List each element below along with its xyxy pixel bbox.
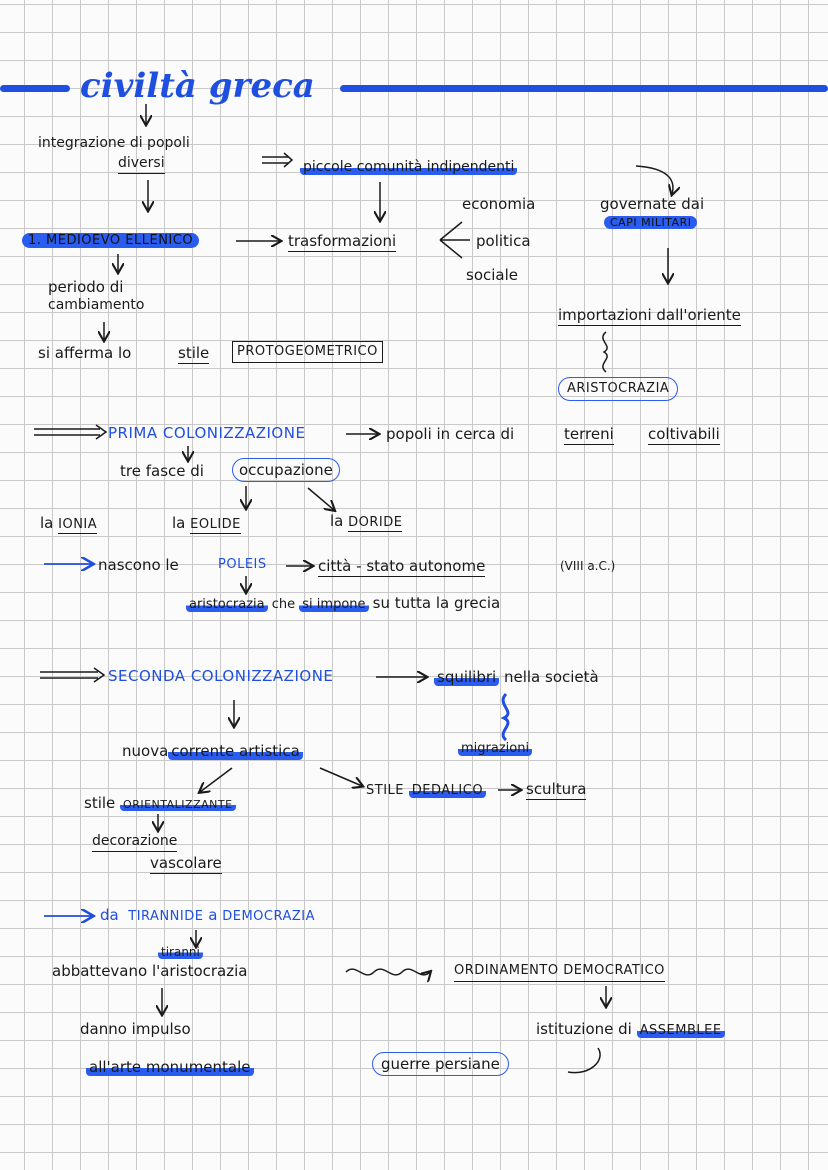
scultura-text: scultura	[526, 780, 587, 800]
governate-text: governate dai	[600, 195, 705, 213]
occupazione-text: occupazione	[239, 461, 333, 479]
arrow-double-3	[40, 671, 98, 679]
eolide-item: la EOLIDE	[172, 514, 241, 534]
occupazione-oval: occupazione	[232, 458, 340, 482]
democrazia-text: DEMOCRAZIA	[222, 909, 316, 924]
corrente-text: corrente artistica	[168, 742, 303, 760]
citta-stato-text: città - stato autonome	[318, 557, 486, 577]
poleis-text: POLEIS	[218, 557, 267, 572]
arrow-wave	[345, 968, 430, 975]
stile-text: stile	[178, 344, 210, 364]
a-text: a	[208, 906, 218, 924]
medioevo-text: 1. MEDIOEVO ELLENICO	[22, 233, 200, 248]
capi-text: CAPI MILITARI	[604, 216, 698, 229]
aristocrazia-oval: ARISTOCRAZIA	[558, 377, 679, 401]
vascolare-text: vascolare	[150, 854, 222, 874]
seconda-colonizzazione: SECONDA COLONIZZAZIONE	[108, 667, 334, 685]
decorazione-text: decorazione	[92, 832, 178, 852]
ordinamento-text: ORDINAMENTO DEMOCRATICO	[454, 962, 665, 982]
periodo-text: periodo di	[48, 278, 124, 296]
eolide-pre: la	[172, 514, 186, 532]
protogeometrico-box: PROTOGEOMETRICO	[232, 341, 383, 363]
squilibri-row: squilibri nella società	[434, 668, 599, 686]
arrow-double-2	[34, 428, 100, 436]
trasformazioni-text: trasformazioni	[288, 232, 397, 252]
stile-dedalico-pre: STILE	[366, 783, 404, 798]
migrazioni-text: migrazioni	[458, 741, 533, 756]
terreni-text: terreni	[564, 425, 614, 445]
istituzione-text: istituzione di	[536, 1020, 632, 1038]
da-tirannide-row: da TIRANNIDE a DEMOCRAZIA	[100, 906, 315, 926]
piccole-text: piccole comunità indipendenti	[300, 159, 518, 175]
guerre-oval: guerre persiane	[372, 1052, 509, 1076]
stile2-text: stile	[84, 794, 116, 812]
arte-text: all'arte monumentale	[86, 1058, 254, 1076]
brace-squilibri	[500, 692, 510, 742]
squilibri-text: squilibri	[434, 668, 500, 686]
politica-text: politica	[476, 232, 531, 250]
da-text: da	[100, 906, 119, 924]
doride-pre: la	[330, 512, 344, 530]
istituzione-row: istituzione di ASSEMBLEE	[536, 1020, 725, 1040]
tre-fasce-text: tre fasce di	[120, 462, 204, 480]
afferma-text: si afferma lo	[38, 344, 132, 362]
popoli-text: popoli in cerca di	[386, 425, 515, 443]
tirannide-text: TIRANNIDE	[128, 909, 204, 924]
arrow-guerre-link	[567, 1047, 601, 1074]
su-tutta-text: su tutta la grecia	[372, 594, 501, 612]
diversi-text: diversi	[118, 154, 165, 174]
capi-militari: CAPI MILITARI	[604, 216, 698, 230]
title-rule-right	[340, 85, 828, 92]
coltivabili-text: coltivabili	[648, 425, 720, 445]
importazioni-text: importazioni dall'oriente	[558, 306, 741, 326]
piccole-comunita: piccole comunità indipendenti	[300, 158, 518, 176]
arrow-corrente-right	[319, 767, 362, 786]
arrow-double-1	[262, 156, 288, 164]
cambiamento-text: cambiamento	[48, 297, 145, 313]
nascono-text: nascono le	[98, 556, 179, 574]
che-text: che	[271, 597, 296, 612]
arrow-fork	[439, 221, 470, 259]
abbattevano-text: abbattevano l'aristocrazia	[52, 962, 248, 980]
prima-colonizzazione: PRIMA COLONIZZAZIONE	[108, 424, 306, 442]
orientalizzante-text: ORIENTALIZZANTE	[120, 798, 236, 811]
nella-text: nella società	[503, 668, 599, 686]
ionia-text: IONIA	[58, 517, 98, 534]
integrazione-text: integrazione di popoli	[38, 135, 190, 151]
arrow-corrente-left	[200, 767, 233, 792]
secolo-text: (VIII a.C.)	[560, 559, 616, 573]
assemblee-text: ASSEMBLEE	[636, 1023, 725, 1038]
arrow-piccole-curve	[635, 165, 673, 194]
medioevo-ellenico: 1. MEDIOEVO ELLENICO	[22, 232, 200, 250]
title-rule-left	[0, 85, 70, 92]
danno-text: danno impulso	[80, 1020, 191, 1038]
sociale-text: sociale	[466, 266, 518, 284]
ionia-item: la IONIA	[40, 514, 98, 534]
page-title: civiltà greca	[80, 66, 315, 106]
economia-text: economia	[462, 195, 536, 213]
nuova-text: nuova	[122, 742, 169, 760]
ionia-pre: la	[40, 514, 54, 532]
si-impone-text: si impone	[299, 597, 369, 612]
dedalico-text: DEDALICO	[408, 783, 487, 798]
arrow-occ-doride	[307, 487, 334, 510]
aristocrazia-row: aristocrazia che si impone su tutta la g…	[186, 594, 500, 614]
aristocrazia-text: aristocrazia	[186, 597, 268, 612]
stile-orient-row: stile ORIENTALIZZANTE	[84, 794, 236, 814]
brace-importazioni	[602, 331, 608, 373]
doride-item: la DORIDE	[330, 512, 403, 532]
eolide-text: EOLIDE	[190, 517, 241, 534]
migrazioni-row: migrazioni	[458, 740, 533, 758]
doride-text: DORIDE	[348, 515, 403, 532]
stile-dedalico-row: STILE DEDALICO	[366, 780, 487, 800]
arte-row: all'arte monumentale	[86, 1058, 254, 1076]
